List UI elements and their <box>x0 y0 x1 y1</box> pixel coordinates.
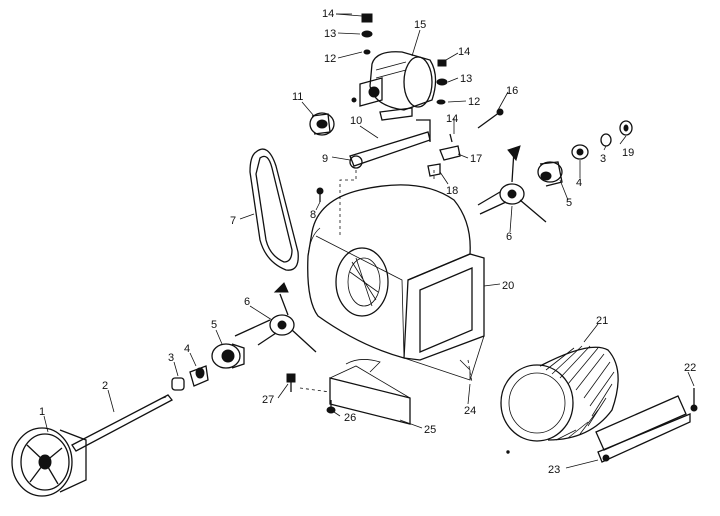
shaft-part <box>71 394 173 452</box>
callout-8: 8 <box>310 209 316 221</box>
belt-part <box>249 148 299 271</box>
blower-housing-part <box>307 184 485 381</box>
callout-2: 2 <box>102 380 108 392</box>
callout-18: 18 <box>446 185 458 197</box>
callout-3: 3 <box>168 352 174 364</box>
screw-26-part <box>326 400 336 414</box>
clip-18-part <box>427 163 441 177</box>
callout-12-right: 12 <box>468 96 480 108</box>
bearing-collar-right-part <box>571 120 633 160</box>
callout-1: 1 <box>39 406 45 418</box>
callout-13: 13 <box>324 28 336 40</box>
callout-6: 6 <box>244 296 250 308</box>
callout-15: 15 <box>414 19 426 31</box>
screw-24-part <box>459 359 471 380</box>
callout-5: 5 <box>211 319 217 331</box>
callout-14-right: 14 <box>458 46 470 58</box>
bolt-22-part <box>690 388 698 412</box>
pulley-wheel-part <box>11 427 87 497</box>
callout-21: 21 <box>596 315 608 327</box>
callout-27: 27 <box>262 394 274 406</box>
callout-25: 25 <box>424 424 436 436</box>
rubber-mount-left-part <box>211 343 245 369</box>
callout-labels: 1 2 3 4 5 6 7 8 9 10 11 12 13 14 15 14 1… <box>39 8 696 476</box>
stray-dot <box>506 450 510 454</box>
bearing-bracket-right-part <box>477 145 547 223</box>
callout-12: 12 <box>324 53 336 65</box>
motor-mount-bracket-part <box>349 119 431 169</box>
callout-17: 17 <box>470 153 482 165</box>
mount-bracket-part <box>329 359 411 425</box>
callout-14-lower: 14 <box>446 113 458 125</box>
rubber-mount-right-part <box>537 161 563 187</box>
bearing-bracket-left-part <box>234 282 317 353</box>
bearing-collar-left-part <box>171 365 209 391</box>
hardware-stack-left <box>361 13 373 55</box>
hardware-stack-right <box>436 59 448 105</box>
bolt-27-part <box>286 373 296 392</box>
clip-17-part <box>439 133 461 161</box>
callout-6-right: 6 <box>506 231 512 243</box>
callout-3-right: 3 <box>600 153 606 165</box>
cutoff-plate-part <box>595 395 691 463</box>
blower-wheel-part <box>500 345 619 442</box>
callout-26: 26 <box>344 412 356 424</box>
motor-pulley-part <box>309 112 335 136</box>
callout-24: 24 <box>464 405 476 417</box>
motor-part <box>351 51 437 121</box>
callout-4-right: 4 <box>576 177 582 189</box>
callout-13-right: 13 <box>460 73 472 85</box>
callout-23: 23 <box>548 464 560 476</box>
callout-22: 22 <box>684 362 696 374</box>
callout-19: 19 <box>622 147 634 159</box>
callout-11: 11 <box>292 91 303 103</box>
callout-14: 14 <box>322 8 334 20</box>
assembly-guide-lines <box>299 170 473 393</box>
callout-5-right: 5 <box>566 197 572 209</box>
bolt-16-part <box>477 108 504 129</box>
callout-20: 20 <box>502 280 514 292</box>
callout-10: 10 <box>350 115 362 127</box>
callout-9: 9 <box>322 153 328 165</box>
callout-leaders <box>43 13 695 469</box>
callout-4: 4 <box>184 343 190 355</box>
callout-16: 16 <box>506 85 518 97</box>
callout-7: 7 <box>230 215 236 227</box>
bolt-8-part <box>316 187 324 202</box>
